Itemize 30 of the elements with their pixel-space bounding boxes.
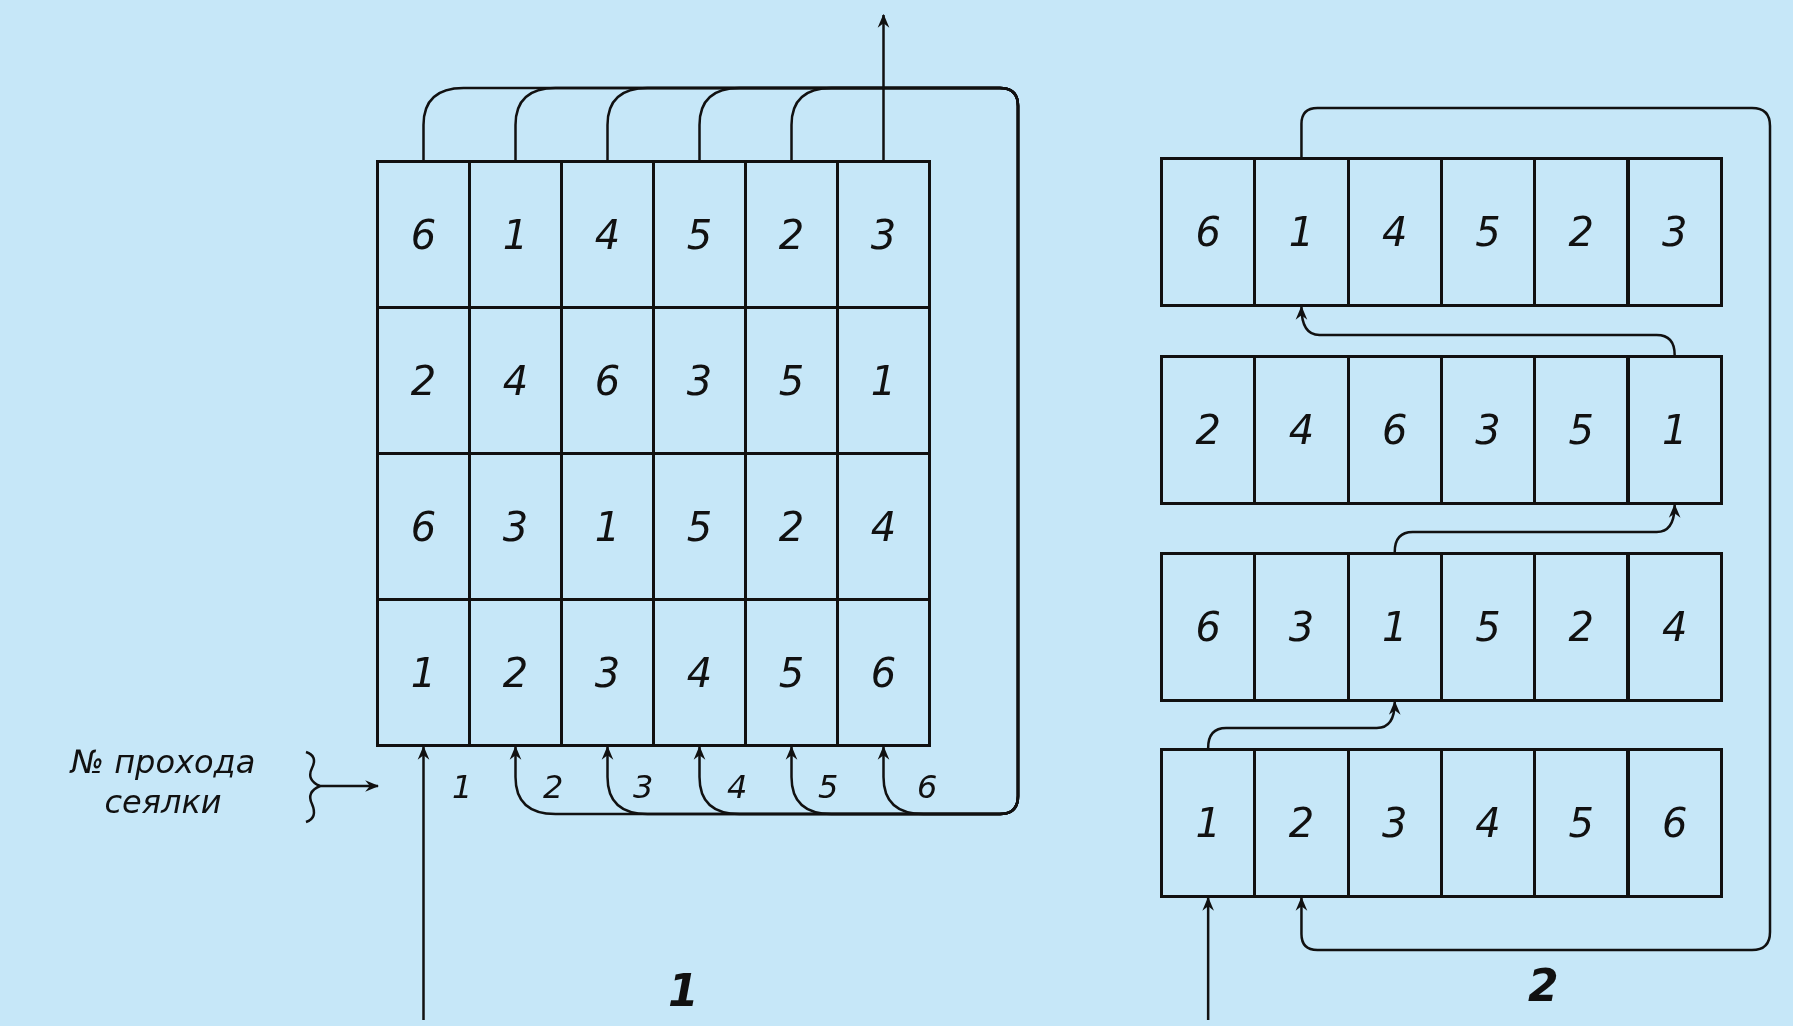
pass-number-label: № прохода сеялки bbox=[68, 742, 257, 822]
plot-cell: 4 bbox=[1626, 552, 1723, 702]
plot-cell: 3 bbox=[1626, 157, 1723, 307]
pass-number: 6 bbox=[917, 768, 938, 806]
figure-number: 2 bbox=[1528, 960, 1559, 1011]
plot-cell: 1 bbox=[1626, 355, 1723, 505]
plot-cell: 6 bbox=[836, 598, 931, 747]
plot-cell: 6 bbox=[376, 160, 471, 309]
plot-cell: 1 bbox=[376, 598, 471, 747]
arrow bbox=[1295, 106, 1772, 952]
plot-cell: 3 bbox=[836, 160, 931, 309]
pass-number: 4 bbox=[727, 768, 748, 806]
plot-cell: 2 bbox=[1533, 552, 1630, 702]
plot-cell: 5 bbox=[1533, 355, 1630, 505]
pass-number: 1 bbox=[452, 768, 473, 806]
pass-number: 3 bbox=[633, 768, 654, 806]
plot-cell: 5 bbox=[1533, 748, 1630, 898]
arrow bbox=[790, 86, 1020, 816]
plot-cell: 1 bbox=[1253, 157, 1350, 307]
arrow bbox=[1202, 896, 1214, 1020]
plot-cell: 2 bbox=[1533, 157, 1630, 307]
figure-number: 1 bbox=[668, 965, 699, 1016]
arrow bbox=[417, 745, 430, 1020]
arrow bbox=[877, 13, 890, 160]
pass-number: 2 bbox=[543, 768, 564, 806]
pass-number: 5 bbox=[818, 768, 839, 806]
plot-cell: 3 bbox=[1253, 552, 1350, 702]
plot-cell: 4 bbox=[1253, 355, 1350, 505]
plot-cell: 2 bbox=[1253, 748, 1350, 898]
plot-cell: 6 bbox=[1626, 748, 1723, 898]
